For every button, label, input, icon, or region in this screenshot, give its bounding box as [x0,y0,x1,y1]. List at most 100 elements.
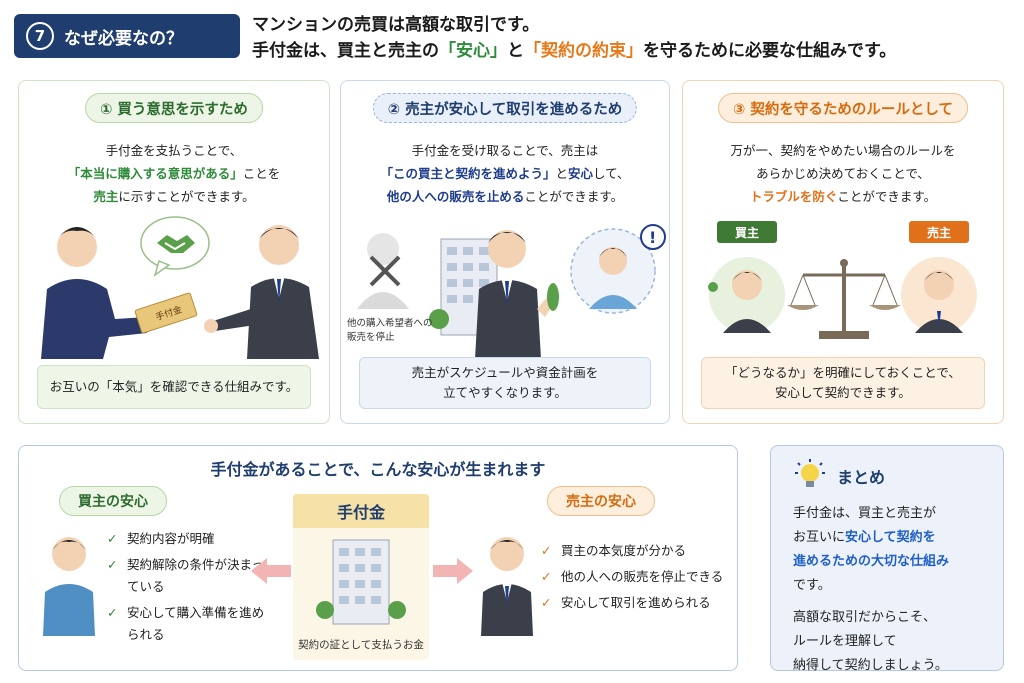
header-line2-b: と [507,41,524,61]
summary-p1-b: お互いに [793,530,846,545]
card-rules-line3: トラブルを防ぐことができます。 [683,185,1003,208]
benefits-title: 手付金があることで、こんな安心が生まれます [210,460,546,479]
section-number: 7 [26,22,54,50]
card-seller-security: ② 売主が安心して取引を進めるため 手付金を受け取ることで、売主は 「この買主と… [340,80,670,424]
card-intent-line2: 「本当に購入する意思がある」ことを [19,162,329,185]
card-intent-line3: 売主に示すことができます。 [19,185,329,208]
section-title: なぜ必要なの？ [64,28,183,49]
summary-body: 手付金は、買主と売主が お互いに安心して契約を 進めるための大切な仕組み です。… [793,502,989,683]
summary-paragraph-1: 手付金は、買主と売主が お互いに安心して契約を 進めるための大切な仕組み です。 [793,502,989,598]
header-yakusoku: 「契約の約束」 [524,41,643,61]
buyer-item-3: 安心して購入準備を進められる [127,605,265,642]
card-seller-stop: 他の人への販売を止める [386,189,525,204]
seller-serious-icon [901,257,977,333]
summary-p2-b: ルールを理解して [793,634,897,649]
card-rules-highlight: トラブルを防ぐ [749,189,838,204]
benefits-box: 手付金があることで、こんな安心が生まれます 買主の安心 ✓契約内容が明確 ✓契約… [18,445,738,671]
card-seller-body: 手付金を受け取ることで、売主は 「この買主と契約を進めよう」と安心して、 他の人… [341,139,669,208]
list-item: ✓ 契約解除の条件が決まっている [107,554,267,598]
buyer-circle-icon [570,228,656,314]
header-line2-a: 手付金は、買主と売主の [252,41,439,61]
seller-tag: 売主 [909,221,969,243]
check-icon: ✓ [107,531,118,546]
buyer-person-icon [41,227,147,359]
card-seller-line2: 「この買主と契約を進めよう」と安心して、 [341,162,669,185]
summary-p1-a: 手付金は、買主と売主が [793,506,937,521]
seller-thumbs-up-icon [475,230,559,359]
card-seller-footer-line2: 立てやすくなります。 [443,385,567,400]
deposit-title: 手付金 [293,494,429,528]
card-seller-line3-rest: ことができます。 [524,189,624,204]
deposit-caption: 契約の証として支払うお金 [298,639,424,651]
card-rules-footer-line2: 安心して契約できます。 [775,385,911,400]
other-buyer-icon [357,233,409,309]
lightbulb-icon [795,459,825,487]
check-icon: ✓ [541,543,552,558]
buyer-avatar-icon [43,537,95,636]
buyer-item-2: 契約解除の条件が決まっている [127,557,265,594]
handshake-illustration: 手付金 [19,209,329,359]
card-rules-line1: 万が一、契約をやめたい場合のルールを [730,143,956,158]
deposit-panel: 手付金 契約の証として支払うお金 [293,494,429,660]
card-seller-title: ② 売主が安心して取引を進めるため [372,93,638,123]
card-rules-line3-rest: ことができます。 [837,189,937,204]
card-seller-anshin: 安心 [568,166,594,181]
seller-security-list: ✓買主の本気度が分かる ✓ 他の人への販売を停止できる ✓ 安心して取引を進められる [541,540,741,618]
card-seller-line2-rest: して、 [593,166,630,181]
cross-icon [369,255,401,287]
header-text: マンションの売買は高額な取引です。 手付金は、買主と売主の「安心」と「契約の約束… [252,12,896,64]
building-icon [316,539,406,625]
buyer-security-list: ✓契約内容が明確 ✓契約解除の条件が決まっている ✓安心して購入準備を進められる [107,528,267,650]
other-buyer-label: 他の購入希望者への販売を停止 [347,318,433,343]
card-intent-seller: 売主 [93,189,119,204]
summary-p1-d: して契約を [871,530,936,545]
exclamation-icon: ! [640,224,666,250]
summary-p1-e: 進めるための大切な仕組み [793,554,950,569]
header-line2-c: を守るために必要な仕組みです。 [643,41,897,61]
balance-scale-icon [787,259,901,339]
card-seller-line3: 他の人への販売を止めることができます。 [341,185,669,208]
card-seller-footer-line1: 売主がスケジュールや資金計画を [411,365,599,380]
card-intent-footer: お互いの「本気」を確認できる仕組みです。 [37,365,311,409]
arrow-left-icon [251,558,291,584]
list-item: ✓ 安心して取引を進められる [541,592,741,614]
summary-p2-c: 納得して契約しましょう。 [793,658,948,673]
scale-illustration [683,241,1003,351]
card-intent-body: 手付金を支払うことで、 「本当に購入する意思がある」ことを 売主に示すことができ… [19,139,329,208]
check-icon: ✓ [541,569,552,584]
seller-security-title: 売主の安心 [547,486,655,516]
card-rules-line2: あらかじめ決めておくことで、 [756,166,930,181]
card-rules: ③ 契約を守るためのルールとして 万が一、契約をやめたい場合のルールを あらかじ… [682,80,1004,424]
card-rules-footer: 「どうなるか」を明確にしておくことで、 安心して契約できます。 [701,357,985,409]
check-icon: ✓ [107,557,118,572]
card-rules-footer-line1: 「どうなるか」を明確にしておくことで、 [725,365,961,380]
card-intent-highlight: 「本当に購入する意思がある」 [67,166,243,181]
buyer-security-title: 買主の安心 [59,486,167,516]
card-rules-title: ③ 契約を守るためのルールとして [718,93,968,123]
seller-item-3: 安心して取引を進められる [561,595,711,610]
list-item: ✓ 他の人への販売を停止できる [541,566,741,588]
card-intent-title: ① 買う意思を示すため [85,93,263,123]
seller-person-icon [204,225,319,359]
handshake-bubble-icon [140,216,210,277]
header-line1: マンションの売買は高額な取引です。 [252,15,540,35]
summary-title: まとめ [837,468,886,487]
svg-text:!: ! [649,228,656,247]
arrow-right-icon [433,558,473,584]
seller-item-2: 他の人への販売を停止できる [561,569,724,584]
card-intent: ① 買う意思を示すため 手付金を支払うことで、 「本当に購入する意思がある」こと… [18,80,330,424]
list-item: ✓買主の本気度が分かる [541,540,741,562]
card-seller-highlight: 「この買主と契約を進めよう」 [380,166,556,181]
card-intent-line3-rest: に示すことができます。 [118,189,255,204]
card-seller-footer: 売主がスケジュールや資金計画を 立てやすくなります。 [359,357,651,409]
buyer-thinking-icon [708,257,785,333]
section-badge: 7 なぜ必要なの？ [14,14,240,58]
card-intent-line2-rest: ことを [242,166,281,181]
check-icon: ✓ [541,595,552,610]
header-line2: 手付金は、買主と売主の「安心」と「契約の約束」を守るために必要な仕組みです。 [252,38,896,64]
envelope-icon: 手付金 [134,292,198,334]
header-anshin: 「安心」 [439,41,507,61]
card-intent-line1: 手付金を支払うことで、 [105,143,243,158]
summary-p1-f: です。 [793,578,831,593]
summary-box: まとめ 手付金は、買主と売主が お互いに安心して契約を 進めるための大切な仕組み… [770,445,1004,673]
